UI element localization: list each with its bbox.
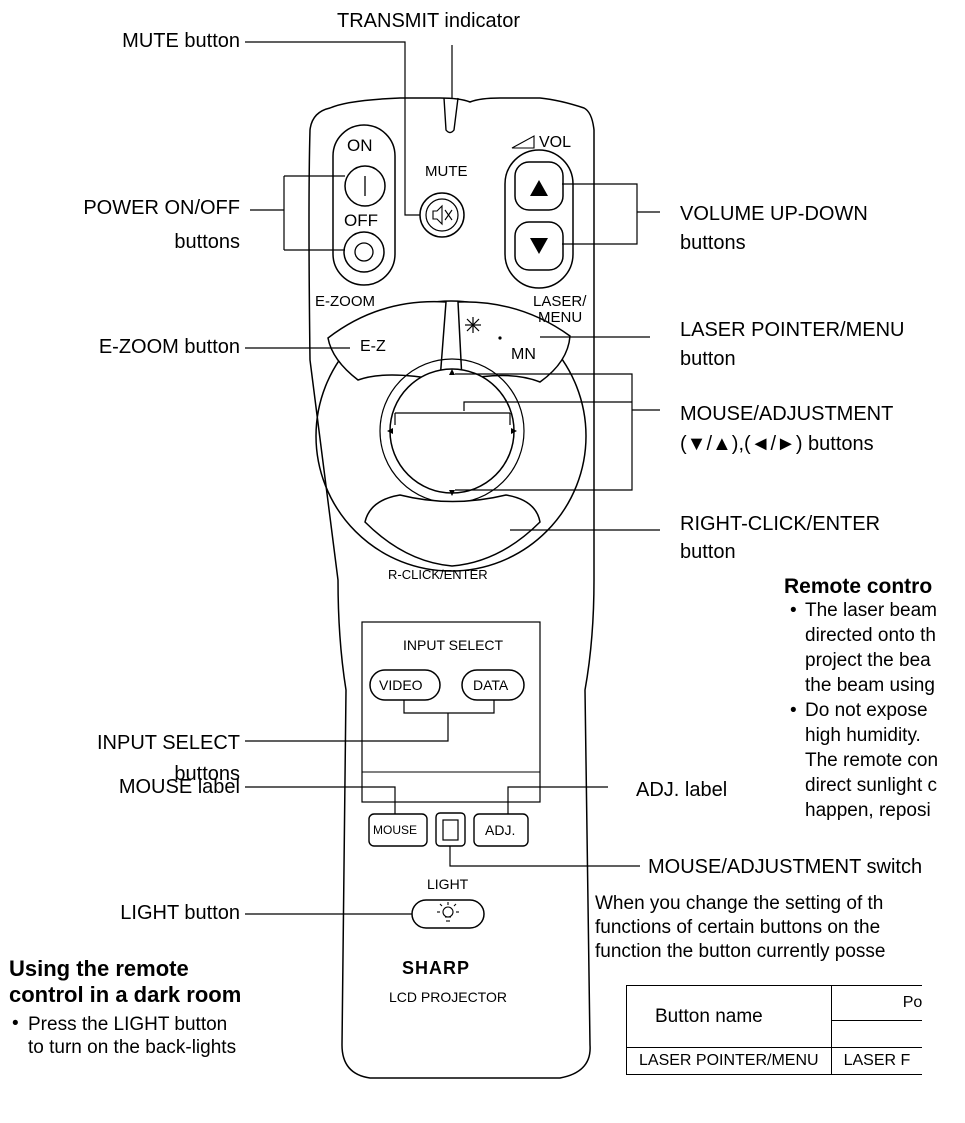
triangle-down-icon xyxy=(530,238,548,254)
data-button[interactable] xyxy=(461,669,525,701)
caution-bullet-dot-2: • xyxy=(790,700,797,721)
model-label: LCD PROJECTOR xyxy=(389,989,507,1005)
power-off-button[interactable] xyxy=(343,231,385,273)
laser-dot-icon xyxy=(498,336,502,340)
table-row-1-name: LASER POINTER/MENU xyxy=(626,1047,832,1075)
vol-label: VOL xyxy=(539,134,572,151)
volume-capsule xyxy=(504,149,574,289)
mute-button[interactable] xyxy=(419,192,465,238)
ez-label: E-Z xyxy=(360,338,386,355)
caution-line-4: the beam using xyxy=(805,675,935,696)
arrow-left-icon xyxy=(387,428,393,434)
switch-note-line-3: function the button currently posse xyxy=(595,941,886,962)
mouse-adj-callout-2: (▼/▲),(◄/►) buttons xyxy=(680,433,874,455)
video-label: VIDEO xyxy=(379,677,423,693)
input-callout-1: INPUT SELECT xyxy=(97,732,240,754)
dark-room-bullet-2: to turn on the back-lights xyxy=(28,1037,237,1058)
input-select-panel xyxy=(361,621,541,803)
power-capsule xyxy=(332,124,396,286)
leader-lines xyxy=(245,41,660,915)
laser-callout-1: LASER POINTER/MENU xyxy=(680,319,905,341)
table-subheader-empty xyxy=(830,1020,923,1048)
mouse-adjustment-switch[interactable] xyxy=(435,812,466,847)
right-click-enter-button[interactable] xyxy=(364,494,541,567)
adj-label-box xyxy=(473,813,529,847)
ezoom-label: E-ZOOM xyxy=(315,293,375,310)
laser-callout-2: button xyxy=(680,348,736,370)
data-label: DATA xyxy=(473,677,509,693)
power-callout-2: buttons xyxy=(174,231,240,253)
mouse-label: MOUSE xyxy=(373,823,418,837)
switch-note-line-1: When you change the setting of th xyxy=(595,893,884,914)
button-function-table: Button name Po LASER POINTER/MENU LASER … xyxy=(626,985,923,1075)
mn-label: MN xyxy=(511,346,536,363)
dark-room-bullet-1: Press the LIGHT button xyxy=(28,1014,228,1035)
rclick-callout-2: button xyxy=(680,541,736,563)
mouse-adj-callout-1: MOUSE/ADJUSTMENT xyxy=(680,403,894,425)
off-label: OFF xyxy=(344,211,378,230)
arrow-up-icon xyxy=(449,369,455,375)
input-select-label: INPUT SELECT xyxy=(403,637,504,653)
light-bulb-icon xyxy=(437,902,459,922)
triangle-up-icon xyxy=(530,180,548,196)
caution-line-8: direct sunlight c xyxy=(805,775,938,796)
adj-label: ADJ. xyxy=(485,822,516,838)
light-callout: LIGHT button xyxy=(120,902,240,924)
laser-burst-icon xyxy=(465,317,481,333)
caution-line-7: The remote con xyxy=(805,750,939,771)
power-callout-1: POWER ON/OFF xyxy=(83,197,240,219)
caution-line-9: happen, reposi xyxy=(805,800,931,821)
dark-room-heading-1: Using the remote xyxy=(9,956,189,981)
caution-bullet-dot-1: • xyxy=(790,600,797,621)
caution-heading: Remote contro xyxy=(784,575,933,598)
mouse-label-box xyxy=(368,813,428,847)
table-header-button-name: Button name xyxy=(626,985,832,1048)
mute-label: MUTE xyxy=(425,163,468,180)
volume-up-button[interactable] xyxy=(514,161,564,211)
power-on-button[interactable] xyxy=(344,165,386,207)
dark-room-heading-2: control in a dark room xyxy=(9,982,242,1007)
on-label: ON xyxy=(347,136,373,155)
speaker-muted-icon xyxy=(432,204,453,226)
brand-logo: SHARP xyxy=(402,958,471,978)
arrow-down-icon xyxy=(449,490,455,496)
mouse-label-callout: MOUSE label xyxy=(118,776,240,798)
arrow-right-icon xyxy=(511,428,517,434)
volume-down-button[interactable] xyxy=(514,221,564,271)
table-row-1-value: LASER F xyxy=(830,1047,923,1075)
rclick-callout-1: RIGHT-CLICK/ENTER xyxy=(680,513,881,535)
volume-wedge-icon xyxy=(511,135,535,149)
volume-callout-2: buttons xyxy=(680,232,746,254)
caution-line-3: project the bea xyxy=(805,650,931,671)
mute-callout: MUTE button xyxy=(122,30,240,52)
caution-line-6: high humidity. xyxy=(805,725,921,746)
rclick-label: R-CLICK/ENTER xyxy=(388,567,488,582)
table-header-position: Po xyxy=(830,985,923,1021)
adj-label-callout: ADJ. label xyxy=(636,779,728,801)
ezoom-callout: E-ZOOM button xyxy=(98,336,240,358)
video-button[interactable] xyxy=(369,669,441,701)
ezoom-button[interactable] xyxy=(327,300,447,381)
laser-label-2: MENU xyxy=(538,309,583,326)
laser-label-1: LASER/ xyxy=(533,293,587,310)
caution-line-5: Do not expose xyxy=(805,700,928,721)
transmit-callout: TRANSMIT indicator xyxy=(337,10,521,32)
switch-note-line-2: functions of certain buttons on the xyxy=(595,917,881,938)
caution-line-1: The laser beam xyxy=(805,600,938,621)
mouse-adjustment-pad[interactable] xyxy=(389,368,515,494)
caution-line-2: directed onto th xyxy=(805,625,936,646)
switch-callout: MOUSE/ADJUSTMENT switch xyxy=(648,856,923,878)
light-label: LIGHT xyxy=(427,876,469,892)
navigation-ring xyxy=(315,300,587,572)
volume-callout-1: VOLUME UP-DOWN xyxy=(680,203,868,225)
transmit-indicator xyxy=(443,97,459,134)
light-button[interactable] xyxy=(411,899,485,929)
input-callout-2: buttons xyxy=(174,763,240,785)
laser-menu-button[interactable] xyxy=(457,301,571,383)
bullet-dot: • xyxy=(12,1013,19,1034)
